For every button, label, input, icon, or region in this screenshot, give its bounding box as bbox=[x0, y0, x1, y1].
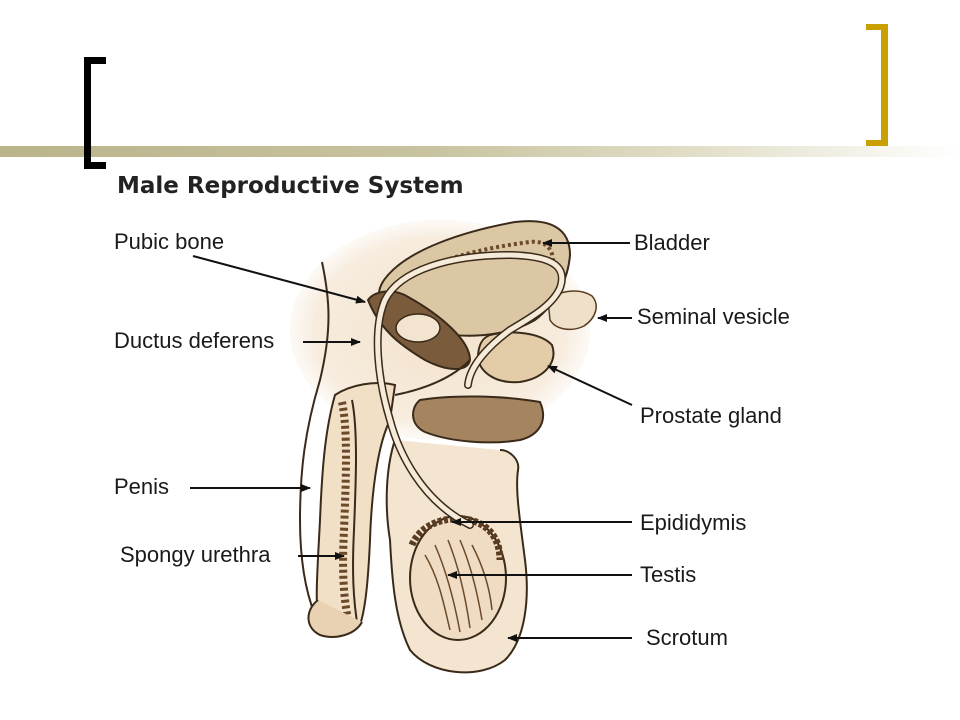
perineal-tissue bbox=[412, 395, 545, 444]
left-bracket-decoration bbox=[84, 57, 106, 169]
right-bracket-decoration bbox=[866, 24, 888, 146]
spongy-urethra-line bbox=[351, 399, 359, 629]
label-prostate-gland: Prostate gland bbox=[640, 403, 782, 428]
seminal-vesicle bbox=[547, 290, 597, 331]
label-epididymis: Epididymis bbox=[640, 510, 747, 535]
arrow-pubic-bone bbox=[192, 255, 366, 304]
bladder-wall bbox=[398, 239, 555, 282]
label-testis: Testis bbox=[640, 562, 697, 587]
glans bbox=[307, 599, 363, 638]
label-seminal-vesicle: Seminal vesicle bbox=[637, 304, 790, 329]
body-contour bbox=[298, 261, 330, 616]
epididymis bbox=[408, 515, 504, 561]
prostatic-urethra bbox=[394, 359, 471, 396]
slide-accent-rule bbox=[0, 146, 960, 157]
pubic-bone-inner bbox=[395, 313, 441, 343]
diagram-title: Male Reproductive System bbox=[117, 173, 464, 199]
label-pubic-bone: Pubic bone bbox=[114, 229, 225, 254]
leader-lines bbox=[190, 239, 633, 642]
arrow-prostate-gland bbox=[547, 365, 633, 406]
label-bladder: Bladder bbox=[634, 230, 710, 255]
label-scrotum: Scrotum bbox=[646, 625, 728, 650]
testis-lobules bbox=[424, 539, 493, 633]
label-ductus-deferens: Ductus deferens bbox=[114, 328, 275, 353]
ductus-deferens bbox=[375, 252, 565, 528]
label-spongy-urethra: Spongy urethra bbox=[120, 542, 271, 567]
corpus-spongiosum bbox=[338, 401, 354, 629]
label-penis: Penis bbox=[114, 474, 170, 499]
